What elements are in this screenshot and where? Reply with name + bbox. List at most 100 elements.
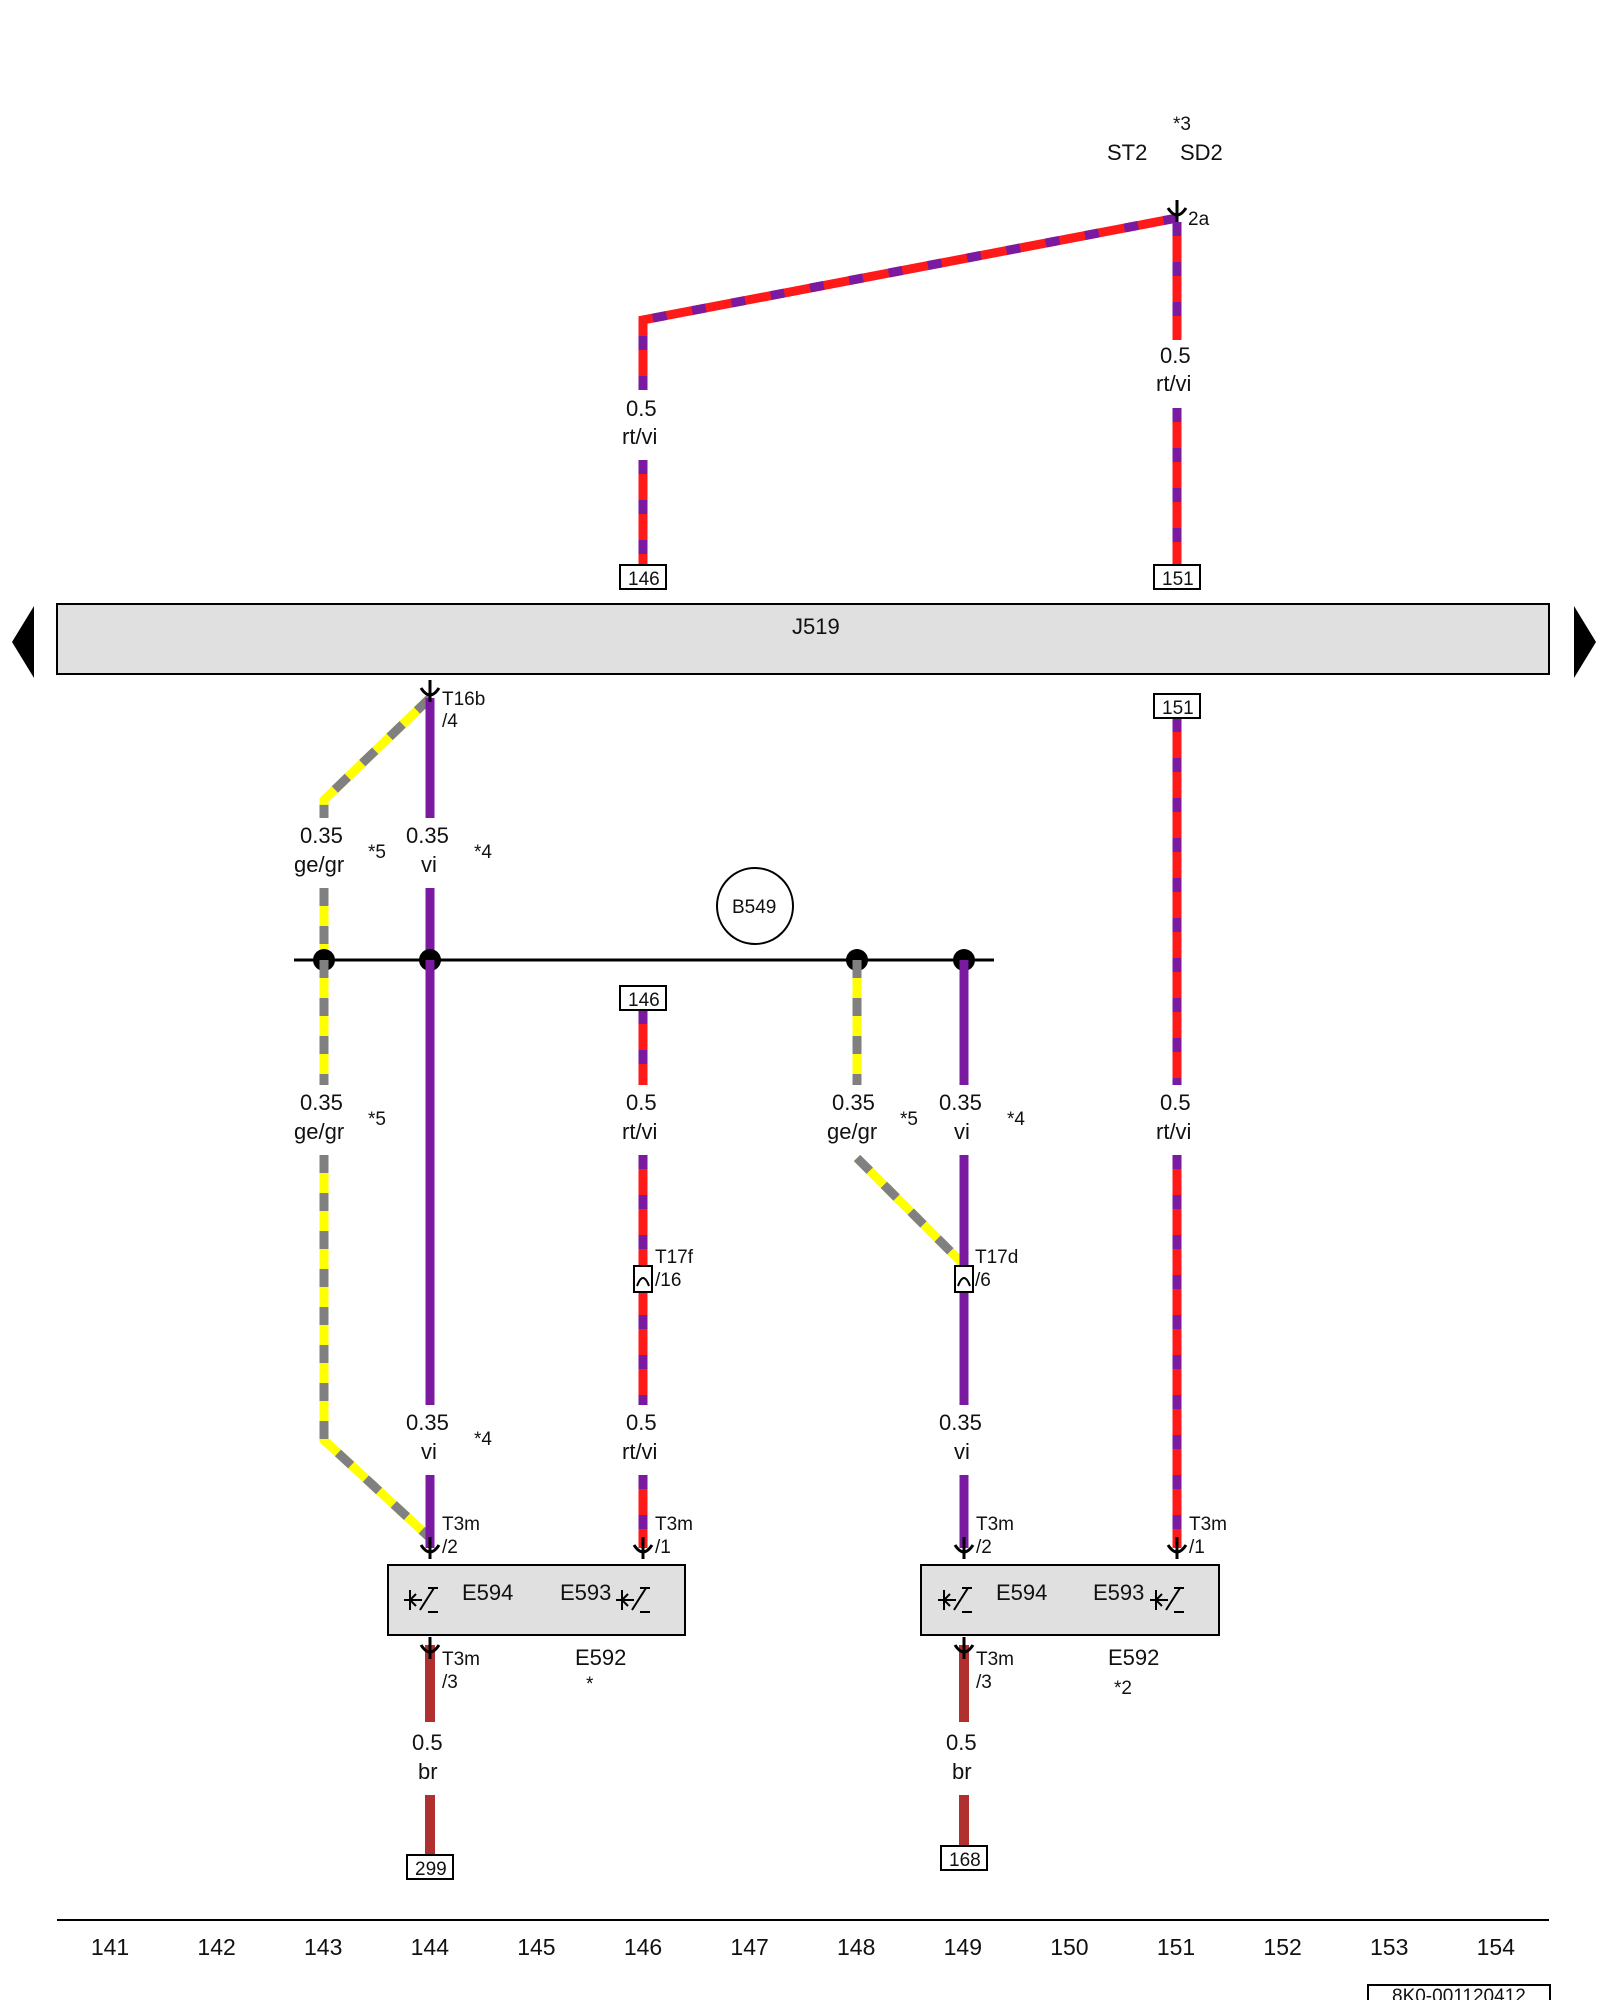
wire-146-top [638, 213, 1178, 565]
wire-color: vi [421, 1439, 437, 1464]
connector-pin: /1 [655, 1537, 671, 1558]
wire-color: br [952, 1759, 972, 1784]
connector-label: T3m [976, 1649, 1014, 1670]
axis-tick-label: 145 [517, 1934, 555, 1960]
wire-size: 0.5 [626, 1090, 657, 1115]
wire-color: ge/gr [827, 1119, 877, 1144]
wire-note: *5 [368, 1109, 386, 1130]
pin-2a-label: 2a [1188, 209, 1210, 230]
ref-box-168[interactable]: 168 [940, 1845, 988, 1871]
connector-pin: /4 [442, 711, 458, 732]
switch-unit-left[interactable] [387, 1564, 686, 1636]
wire-size: 0.5 [626, 1410, 657, 1435]
wire-143-low [319, 960, 434, 1542]
component-label: E592 [575, 1645, 626, 1670]
axis-tick-label: 147 [730, 1934, 768, 1960]
component-note: *2 [1114, 1678, 1132, 1699]
nav-right-arrow-icon[interactable] [1574, 606, 1596, 678]
wire-color: rt/vi [622, 1119, 657, 1144]
connector-label: T3m [1189, 1514, 1227, 1535]
connector-pin: /2 [442, 1537, 458, 1558]
connector-label: T17f [655, 1247, 694, 1268]
axis-tick-label: 152 [1263, 1934, 1301, 1960]
wire-note: *4 [474, 842, 492, 863]
wire-color: br [418, 1759, 438, 1784]
nav-left-arrow-icon[interactable] [12, 606, 34, 678]
axis-tick-label: 144 [411, 1934, 450, 1960]
wire-size: 0.35 [300, 1090, 343, 1115]
wire-size: 0.5 [1160, 1090, 1191, 1115]
ref-box-146-low[interactable]: 146 [619, 985, 667, 1011]
wire-143-up [319, 694, 434, 960]
connector-label: T3m [655, 1514, 693, 1535]
axis-tick-label: 146 [624, 1934, 662, 1960]
wire-note: *5 [900, 1109, 918, 1130]
doc-id: 8K0-001120412 [1392, 1986, 1526, 2000]
connector-pin: /1 [1189, 1537, 1205, 1558]
component-label: E594 [462, 1580, 513, 1605]
axis-tick-label: 149 [944, 1934, 982, 1960]
splice-circle[interactable] [716, 867, 794, 945]
axis-tick-label: 141 [91, 1934, 129, 1960]
wire-note: *5 [368, 842, 386, 863]
wire-color: ge/gr [294, 852, 344, 877]
axis-tick-label: 150 [1050, 1934, 1088, 1960]
connector-label: T17d [975, 1247, 1018, 1268]
axis-tick-label: 154 [1477, 1934, 1516, 1960]
wire-size: 0.5 [1160, 343, 1191, 368]
switch-unit-right[interactable] [920, 1564, 1220, 1636]
connector-label: T3m [442, 1649, 480, 1670]
svg-text:299: 299 [415, 1859, 447, 1880]
connector-pin: /6 [975, 1270, 991, 1291]
wire-color: vi [421, 852, 437, 877]
ref-box-146-top[interactable]: 146 [619, 564, 667, 590]
axis-tick-label: 143 [304, 1934, 342, 1960]
terminal-st-label: ST2 [1107, 140, 1147, 165]
wire-color: vi [954, 1439, 970, 1464]
ref-box-151-top[interactable]: 151 [1153, 564, 1201, 590]
wire-size: 0.5 [412, 1730, 443, 1755]
svg-text:151: 151 [1162, 698, 1194, 719]
axis-tick-label: 151 [1157, 1934, 1195, 1960]
wire-148 [852, 960, 968, 1269]
component-label: E594 [996, 1580, 1047, 1605]
doc-id-box [1367, 1984, 1551, 2000]
wire-size: 0.35 [939, 1410, 982, 1435]
wire-color: rt/vi [622, 1439, 657, 1464]
wire-color: rt/vi [1156, 1119, 1191, 1144]
component-note: * [586, 1674, 594, 1695]
wire-color: ge/gr [294, 1119, 344, 1144]
axis-tick-label: 148 [837, 1934, 875, 1960]
pin-icon [632, 1535, 654, 1561]
wire-note: *4 [474, 1429, 492, 1450]
pin-icon [953, 1635, 975, 1661]
connector-pin: /3 [976, 1672, 992, 1693]
wire-note: *4 [1007, 1109, 1025, 1130]
wire-size: 0.35 [939, 1090, 982, 1115]
wire-color: rt/vi [622, 424, 657, 449]
svg-text:151: 151 [1162, 569, 1194, 590]
connector-pin: /2 [976, 1537, 992, 1558]
wire-size: 0.5 [946, 1730, 977, 1755]
connector-pin: /16 [655, 1270, 681, 1291]
connector-pin: /3 [442, 1672, 458, 1693]
footnote-3: *3 [1173, 114, 1191, 135]
wire-size: 0.35 [406, 823, 449, 848]
wire-size: 0.35 [832, 1090, 875, 1115]
pin-icon [953, 1535, 975, 1561]
wire-color: rt/vi [1156, 371, 1191, 396]
wire-size: 0.35 [406, 1410, 449, 1435]
svg-text:168: 168 [949, 1850, 981, 1871]
control-unit-bar[interactable] [56, 603, 1550, 675]
ref-box-299[interactable]: 299 [406, 1854, 454, 1880]
connector-label: T3m [442, 1514, 480, 1535]
svg-text:146: 146 [628, 990, 660, 1011]
connector-label: T16b [442, 689, 485, 710]
wire-size: 0.5 [626, 396, 657, 421]
component-label: E593 [1093, 1580, 1144, 1605]
axis-tick-label: 153 [1370, 1934, 1408, 1960]
component-label: E592 [1108, 1645, 1159, 1670]
ref-box-151-low[interactable]: 151 [1153, 693, 1201, 719]
wire-size: 0.35 [300, 823, 343, 848]
